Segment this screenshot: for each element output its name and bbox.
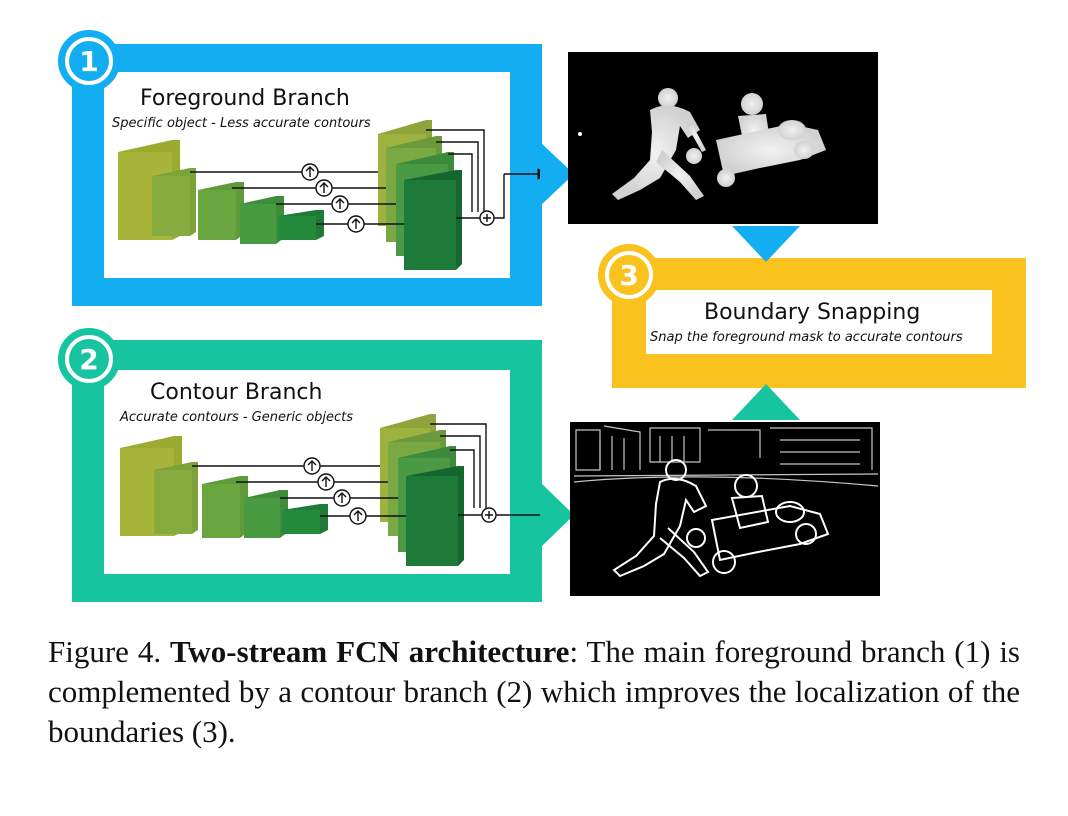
- foreground-branch-badge: 1: [58, 30, 120, 92]
- foreground-decoder: [378, 120, 462, 270]
- contour-branch-badge: 2: [58, 328, 120, 390]
- foreground-to-snapping-pointer: [732, 226, 800, 262]
- contour-encoder: [120, 436, 328, 538]
- caption-bold-title: Two-stream FCN architecture: [170, 634, 570, 669]
- foreground-encoder: [118, 140, 324, 244]
- caption-prefix: Figure 4.: [48, 634, 170, 669]
- foreground-branch-title: Foreground Branch: [140, 86, 350, 111]
- contour-edge-image: [570, 422, 880, 596]
- boundary-snapping-subtitle: Snap the foreground mask to accurate con…: [650, 330, 963, 345]
- contour-skip-connections: [192, 423, 556, 521]
- foreground-mask-image: [568, 52, 878, 224]
- contour-branch-title: Contour Branch: [150, 380, 323, 405]
- contour-decoder: [380, 414, 464, 566]
- contour-output-pointer: [540, 482, 574, 548]
- boundary-snapping-panel: [646, 290, 992, 354]
- boundary-snapping-badge: 3: [598, 244, 660, 306]
- contour-to-snapping-pointer: [732, 384, 800, 420]
- figure-caption: Figure 4. Two-stream FCN architecture: T…: [48, 632, 1020, 752]
- architecture-diagram: [118, 52, 880, 596]
- foreground-branch-subtitle: Specific object - Less accurate contours: [112, 116, 371, 131]
- foreground-upsample-arrows: [305, 166, 491, 229]
- contour-upsample-arrows: [307, 460, 493, 521]
- boundary-snapping-title: Boundary Snapping: [704, 300, 921, 325]
- caption-rest: : The main foreground branch (1) is comp…: [48, 634, 1020, 749]
- contour-branch-subtitle: Accurate contours - Generic objects: [120, 410, 354, 425]
- foreground-output-pointer: [540, 142, 574, 206]
